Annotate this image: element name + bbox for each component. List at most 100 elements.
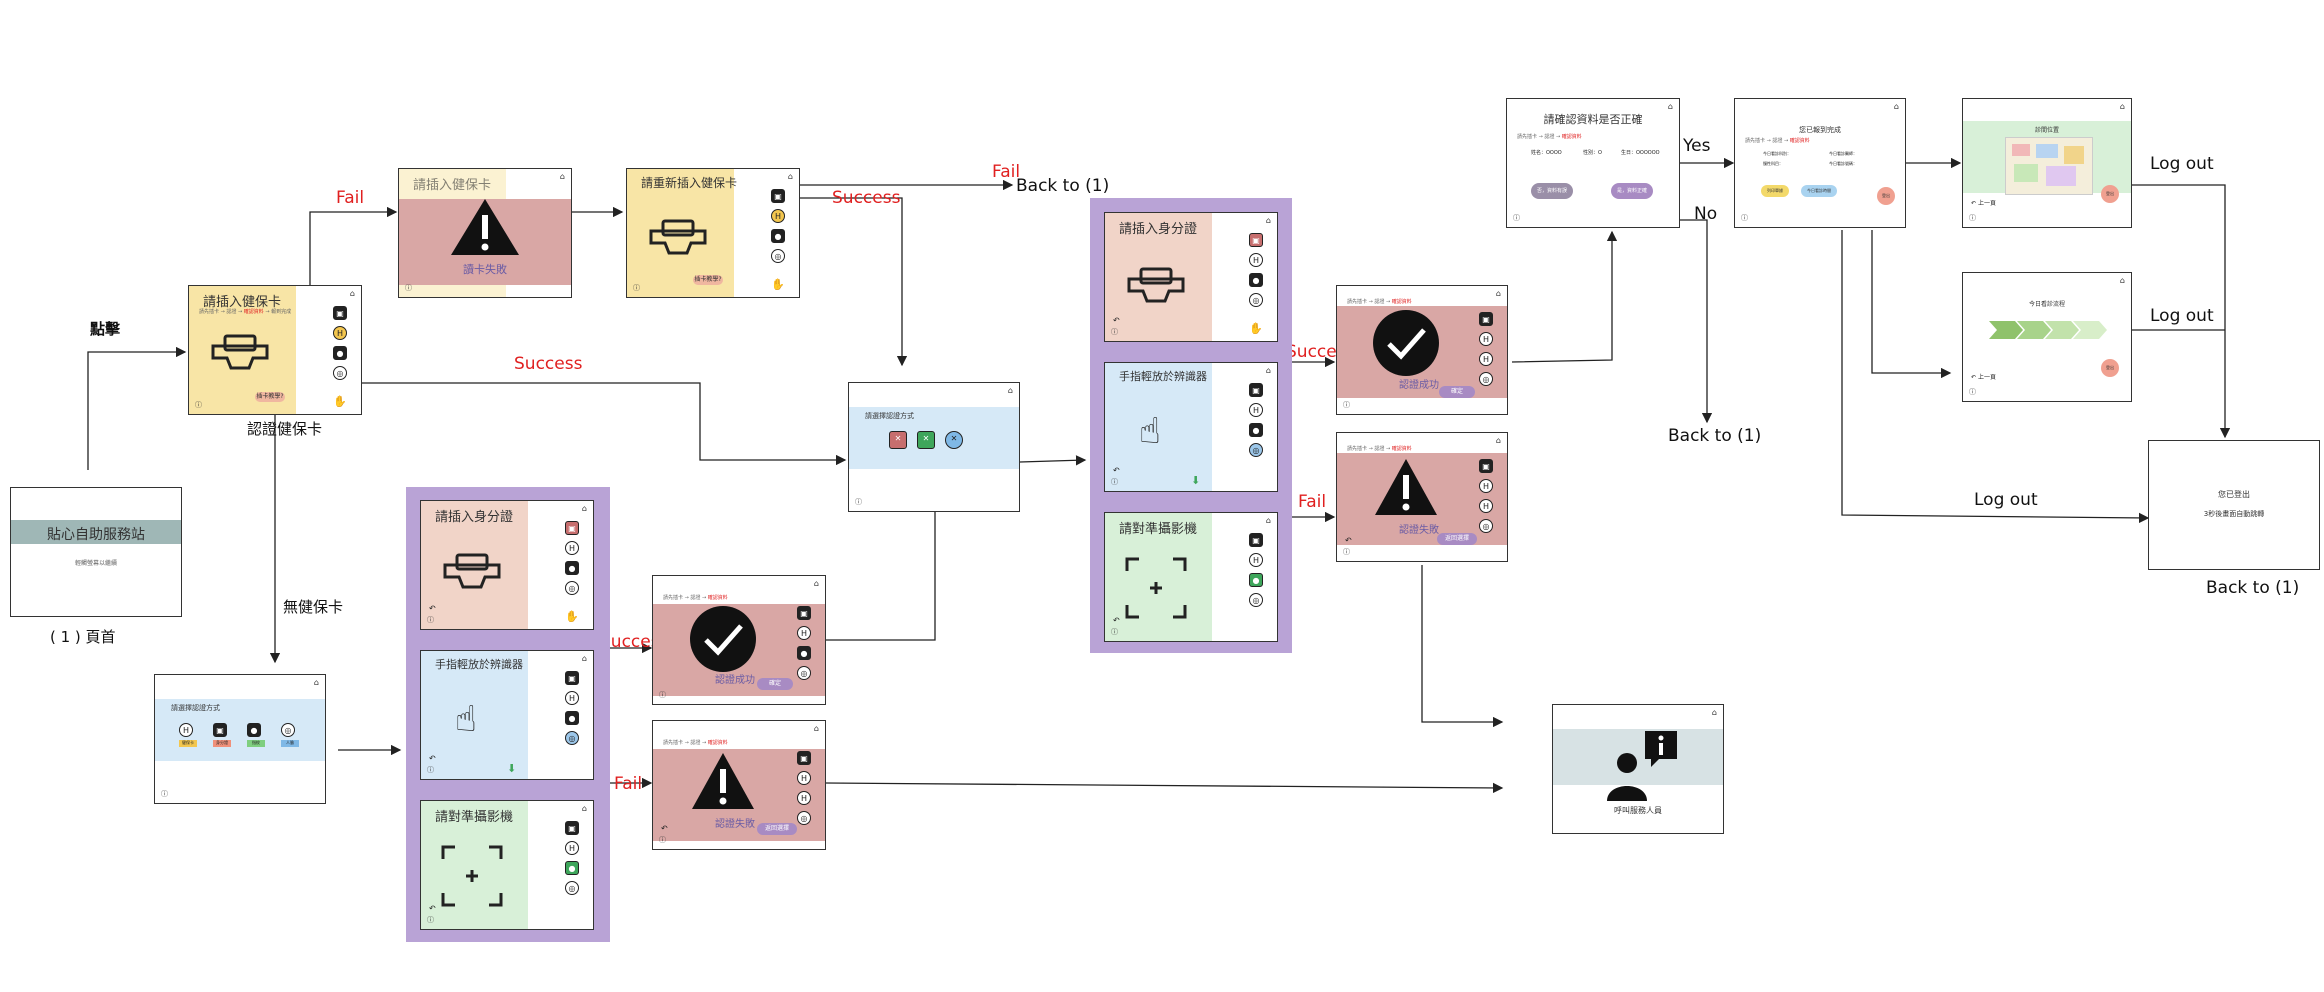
id-card-icon[interactable]: ▣ <box>1479 459 1493 473</box>
home-icon[interactable]: ⌂ <box>313 678 319 687</box>
method-option[interactable]: ●指紋 <box>247 723 265 747</box>
info-icon[interactable]: ⓘ <box>1969 214 1976 222</box>
logout-button[interactable]: 登出 <box>2101 359 2119 377</box>
info-icon[interactable]: ⓘ <box>1111 328 1118 336</box>
person-icon[interactable]: ● <box>565 711 579 725</box>
home-icon[interactable]: ⌂ <box>349 289 355 298</box>
insert-id-screen[interactable]: ⌂ 請插入身分證 ▣ H ● ◎ ↶ ⓘ ✋ <box>1104 212 1278 342</box>
fingerprint-icon[interactable]: ◎ <box>333 366 347 380</box>
back-arrow-icon[interactable]: ↶ <box>429 904 436 913</box>
back-button[interactable]: ↶ 上一頁 <box>1971 374 1996 381</box>
fingerprint-icon[interactable]: ◎ <box>1249 593 1263 607</box>
health-card-icon[interactable]: H <box>1479 499 1493 513</box>
person-icon[interactable]: ● <box>565 861 579 875</box>
info-icon[interactable]: ⓘ <box>1111 628 1118 636</box>
id-card-icon[interactable]: ▣ <box>1249 383 1263 397</box>
back-arrow-icon[interactable]: ↶ <box>429 604 436 613</box>
person-icon[interactable]: ● <box>1249 573 1263 587</box>
info-icon[interactable]: ⓘ <box>855 498 862 506</box>
method-option[interactable]: ◎人臉 <box>281 723 299 747</box>
read-fail-screen[interactable]: ⌂ 請插入健保卡 讀卡失敗 ⓘ <box>398 168 572 298</box>
back-arrow-icon[interactable]: ↶ <box>429 754 436 763</box>
health-card-icon[interactable]: H <box>1479 352 1493 366</box>
id-card-icon[interactable]: ▣ <box>565 521 579 535</box>
back-arrow-icon[interactable]: ↶ <box>661 824 668 833</box>
person-disabled-icon[interactable]: ✕ <box>917 431 935 449</box>
data-correct-button[interactable]: 是，資料正確 <box>1611 183 1653 199</box>
checkin-done-screen[interactable]: ⌂ 您已報到完成 請先插卡 → 認證 → 確認資料 今日看診科別： 慢性科目： … <box>1734 98 1906 228</box>
id-card-icon[interactable]: ▣ <box>797 751 811 765</box>
health-card-icon[interactable]: H <box>565 691 579 705</box>
info-icon[interactable]: ⓘ <box>1741 214 1748 222</box>
back-arrow-icon[interactable]: ↶ <box>1113 616 1120 625</box>
info-icon[interactable]: ⓘ <box>195 401 202 409</box>
back-button[interactable]: ↶ 上一頁 <box>1971 200 1996 207</box>
info-icon[interactable]: ⓘ <box>659 836 666 844</box>
face-screen[interactable]: ⌂ 請對準攝影機 ▣ H ● ◎ ↶ ⓘ <box>1104 512 1278 642</box>
method-option[interactable]: ▣身分證 <box>213 723 231 747</box>
choose-method-screen[interactable]: ⌂ 請選擇認證方式 ✕ ✕ ✕ ⓘ <box>848 382 1020 512</box>
data-wrong-button[interactable]: 否，資料有誤 <box>1531 183 1573 199</box>
home-icon[interactable]: ⌂ <box>1711 708 1717 717</box>
id-card-icon[interactable]: ▣ <box>333 306 347 320</box>
face-screen[interactable]: ⌂ 請對準攝影機 ▣ H ● ◎ ↶ ⓘ <box>420 800 594 930</box>
help-button[interactable]: 插卡教學? <box>255 392 285 402</box>
home-screen[interactable]: 貼心自助服務站 輕觸螢幕以繼續 <box>10 487 182 617</box>
back-arrow-icon[interactable]: ↶ <box>1113 466 1120 475</box>
home-icon[interactable]: ⌂ <box>1007 386 1013 395</box>
verify-success-screen[interactable]: ⌂ 請先插卡 → 認證 → 確認資料 認證成功 確定 ▣ H ● ◎ ⓘ <box>652 575 826 705</box>
call-staff-screen[interactable]: ⌂ 呼叫服務人員 <box>1552 704 1724 834</box>
back-arrow-icon[interactable]: ↶ <box>1113 316 1120 325</box>
id-card-disabled-icon[interactable]: ✕ <box>889 431 907 449</box>
confirm-data-screen[interactable]: ⌂ 請確認資料是否正確 請先插卡 → 認證 → 確認資料 姓名：OOOO 性別：… <box>1506 98 1680 228</box>
info-icon[interactable]: ⓘ <box>427 766 434 774</box>
insert-card-screen[interactable]: ⌂ 請插入健保卡 請先插卡 → 認證 → 確認資料 → 報到完成 ▣ H ● ◎… <box>188 285 362 415</box>
verify-fail-screen[interactable]: ⌂ 請先插卡 → 認證 → 確認資料 認證失敗 返回選擇 ▣ H H ◎ ↶ ⓘ <box>652 720 826 850</box>
person-icon[interactable]: ● <box>771 229 785 243</box>
person-icon[interactable]: ● <box>1249 273 1263 287</box>
retry-button[interactable]: 返回選擇 <box>1437 533 1477 545</box>
info-icon[interactable]: ⓘ <box>1513 214 1520 222</box>
home-icon[interactable]: ⌂ <box>1265 366 1271 375</box>
home-icon[interactable]: ⌂ <box>1667 102 1673 111</box>
health-card-icon[interactable]: H <box>1479 332 1493 346</box>
id-card-icon[interactable]: ▣ <box>1479 312 1493 326</box>
info-icon[interactable]: ⓘ <box>405 284 412 292</box>
home-icon[interactable]: ⌂ <box>1495 436 1501 445</box>
health-card-icon[interactable]: H <box>1249 253 1263 267</box>
id-card-icon[interactable]: ▣ <box>797 606 811 620</box>
health-card-icon[interactable]: H <box>565 541 579 555</box>
info-icon[interactable]: ⓘ <box>1969 388 1976 396</box>
home-icon[interactable]: ⌂ <box>581 654 587 663</box>
fingerprint-icon[interactable]: ◎ <box>797 811 811 825</box>
fingerprint-icon[interactable]: ◎ <box>1249 443 1263 457</box>
visit-flow-screen[interactable]: ⌂ 今日看診流程 ↶ 上一頁 登出 ⓘ <box>1962 272 2132 402</box>
person-icon[interactable]: ● <box>333 346 347 360</box>
info-icon[interactable]: ⓘ <box>659 691 666 699</box>
health-card-icon[interactable]: H <box>1479 479 1493 493</box>
person-icon[interactable]: ● <box>1249 423 1263 437</box>
confirm-button[interactable]: 確定 <box>1439 386 1475 398</box>
health-card-icon[interactable]: H <box>797 791 811 805</box>
fingerprint-icon[interactable]: ◎ <box>565 881 579 895</box>
time-button[interactable]: 今日看診時間 <box>1801 185 1837 197</box>
id-card-icon[interactable]: ▣ <box>565 671 579 685</box>
home-icon[interactable]: ⌂ <box>787 172 793 181</box>
home-icon[interactable]: ⌂ <box>1265 516 1271 525</box>
fingerprint-icon[interactable]: ◎ <box>771 249 785 263</box>
home-icon[interactable]: ⌂ <box>1265 216 1271 225</box>
health-card-icon[interactable]: H <box>771 209 785 223</box>
home-icon[interactable]: ⌂ <box>581 804 587 813</box>
health-card-icon[interactable]: H <box>333 326 347 340</box>
insert-id-screen[interactable]: ⌂ 請插入身分證 ▣ H ● ◎ ↶ ⓘ ✋ <box>420 500 594 630</box>
back-arrow-icon[interactable]: ↶ <box>1345 536 1352 545</box>
print-button[interactable]: 列印單據 <box>1761 185 1789 197</box>
health-card-icon[interactable]: H <box>565 841 579 855</box>
health-card-icon[interactable]: H <box>1249 553 1263 567</box>
info-icon[interactable]: ⓘ <box>1343 401 1350 409</box>
home-icon[interactable]: ⌂ <box>1495 289 1501 298</box>
home-icon[interactable]: ⌂ <box>559 172 565 181</box>
finger-screen[interactable]: ⌂ 手指輕放於辨識器 ☝ ▣ H ● ◎ ↶ ⓘ ⬇ <box>1104 362 1278 492</box>
